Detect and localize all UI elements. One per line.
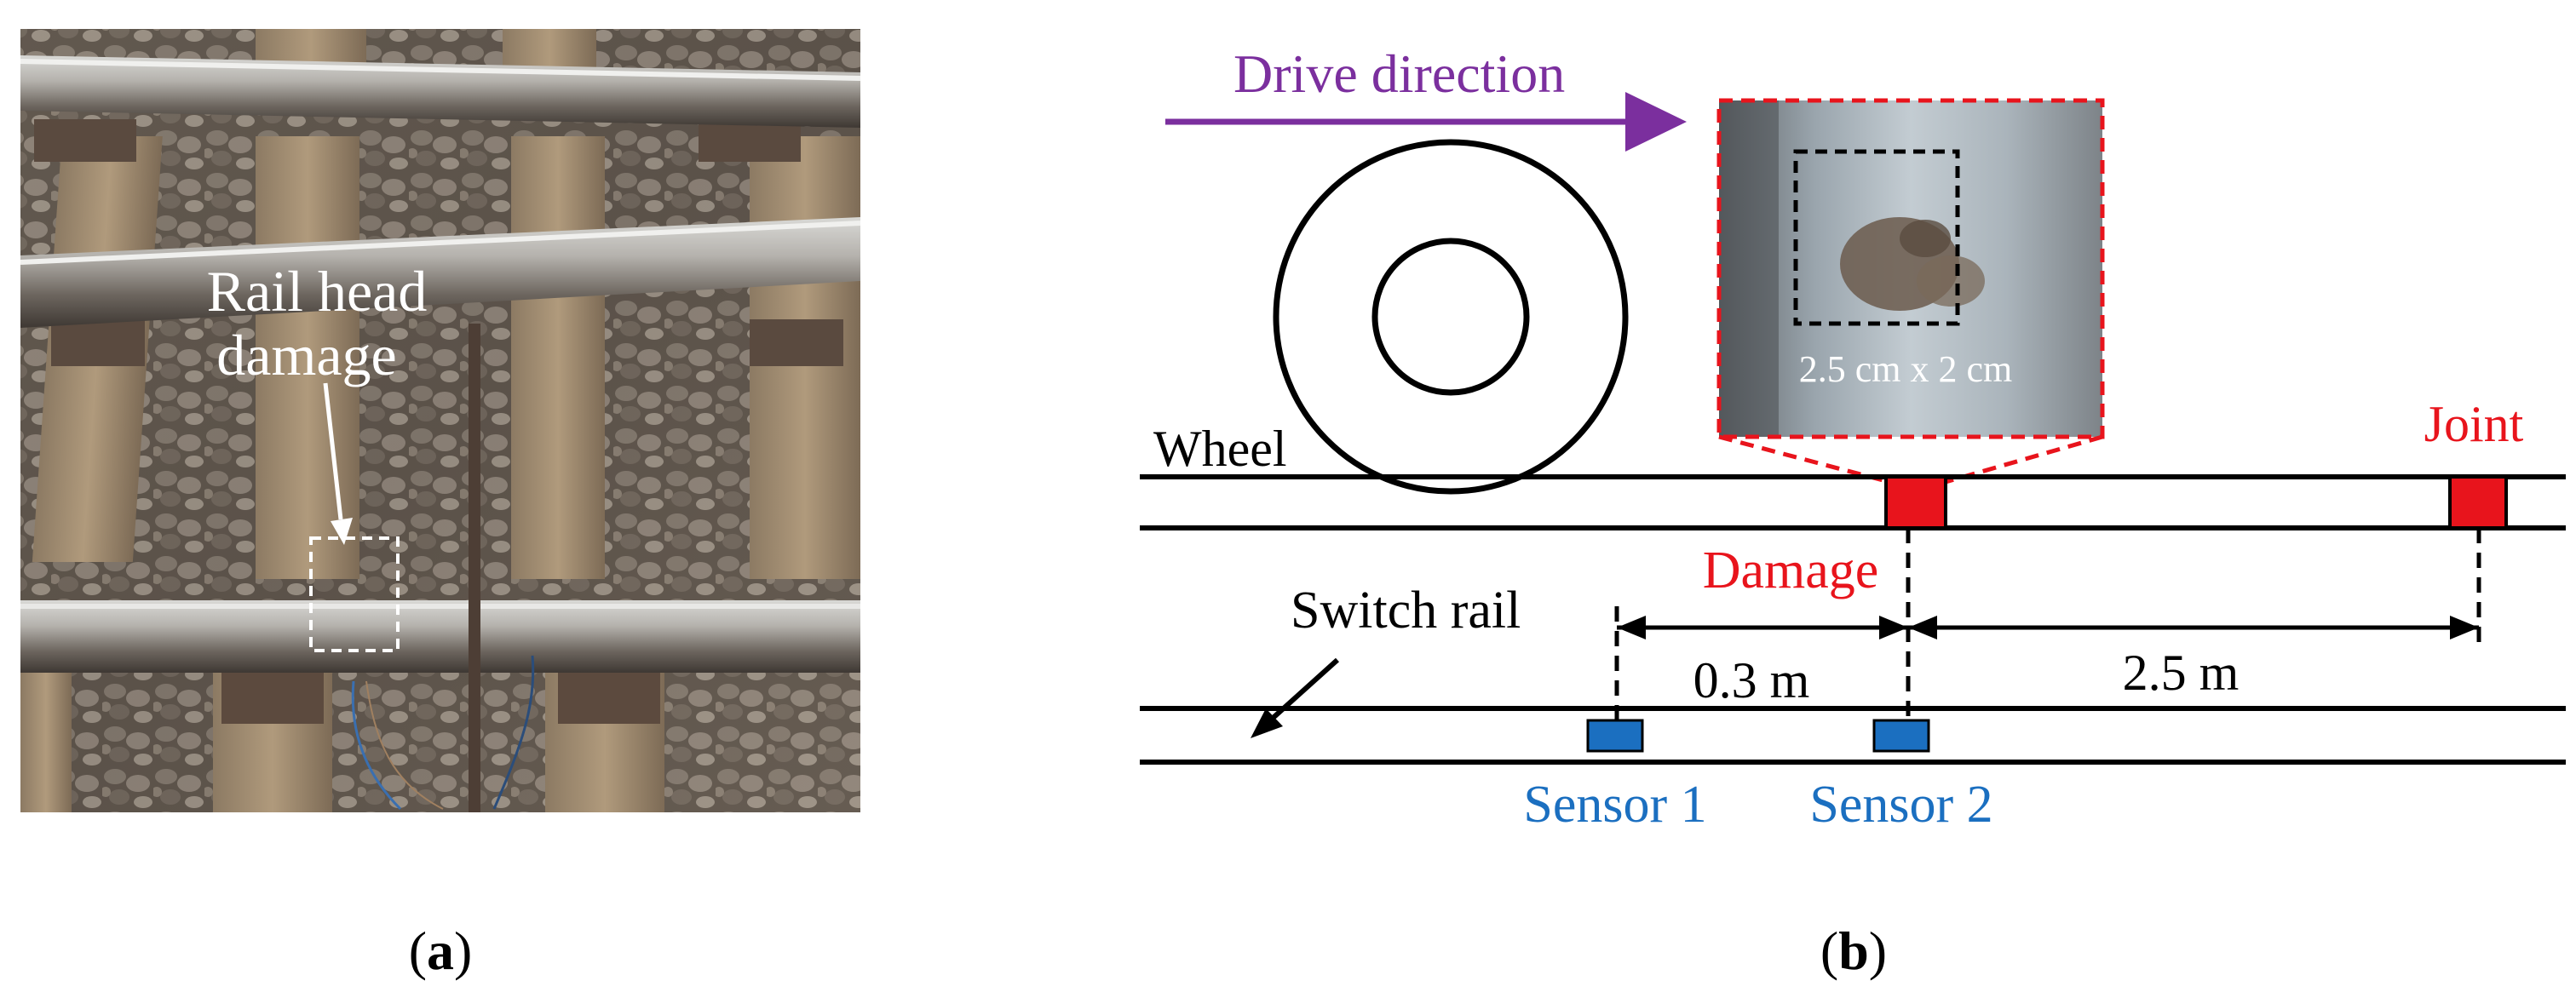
joint-block (2448, 475, 2508, 530)
caption-a: (a) (409, 920, 473, 981)
drive-direction-arrow (1165, 92, 1687, 152)
main-rail (1140, 474, 2566, 530)
damage-label: Damage (1703, 542, 1879, 599)
dimension-sensor-spacing (1617, 616, 1908, 639)
damage-block (1884, 475, 1947, 530)
panel-a: Rail head damage (a) (20, 29, 861, 981)
inset-size-label: 2.5 cm x 2 cm (1799, 348, 2013, 390)
sensor-1 (1586, 719, 1644, 753)
wheel-label: Wheel (1153, 421, 1287, 477)
callout-arrow (323, 382, 353, 545)
damage-box (309, 536, 400, 652)
joint-label: Joint (2424, 396, 2524, 452)
sensor-2 (1872, 719, 1930, 753)
inset-damage-box (1793, 149, 1960, 326)
dimension-damage-to-joint (1908, 616, 2479, 639)
sensor-2-label: Sensor 2 (1809, 776, 1992, 834)
switch-rail (1140, 706, 2566, 765)
wheel (1273, 139, 1629, 495)
drive-direction-label: Drive direction (1233, 43, 1565, 104)
switch-rail-label: Switch rail (1291, 582, 1521, 639)
damage-inset: 2.5 cm x 2 cm (1716, 98, 2105, 439)
rail-track-photo (20, 29, 861, 812)
caption-b: (b) (1820, 920, 1887, 981)
switch-rail-arrow (1251, 657, 1340, 738)
callout-rail-head: Rail head (207, 259, 428, 324)
callout-damage: damage (216, 323, 396, 387)
panel-b: Drive direction Wheel 2.5 cm x 2 cm (1140, 43, 2566, 981)
dimension-damage-to-joint-label: 2.5 m (2123, 645, 2240, 701)
sensor-1-label: Sensor 1 (1523, 776, 1706, 834)
dimension-sensor-spacing-label: 0.3 m (1693, 652, 1810, 708)
